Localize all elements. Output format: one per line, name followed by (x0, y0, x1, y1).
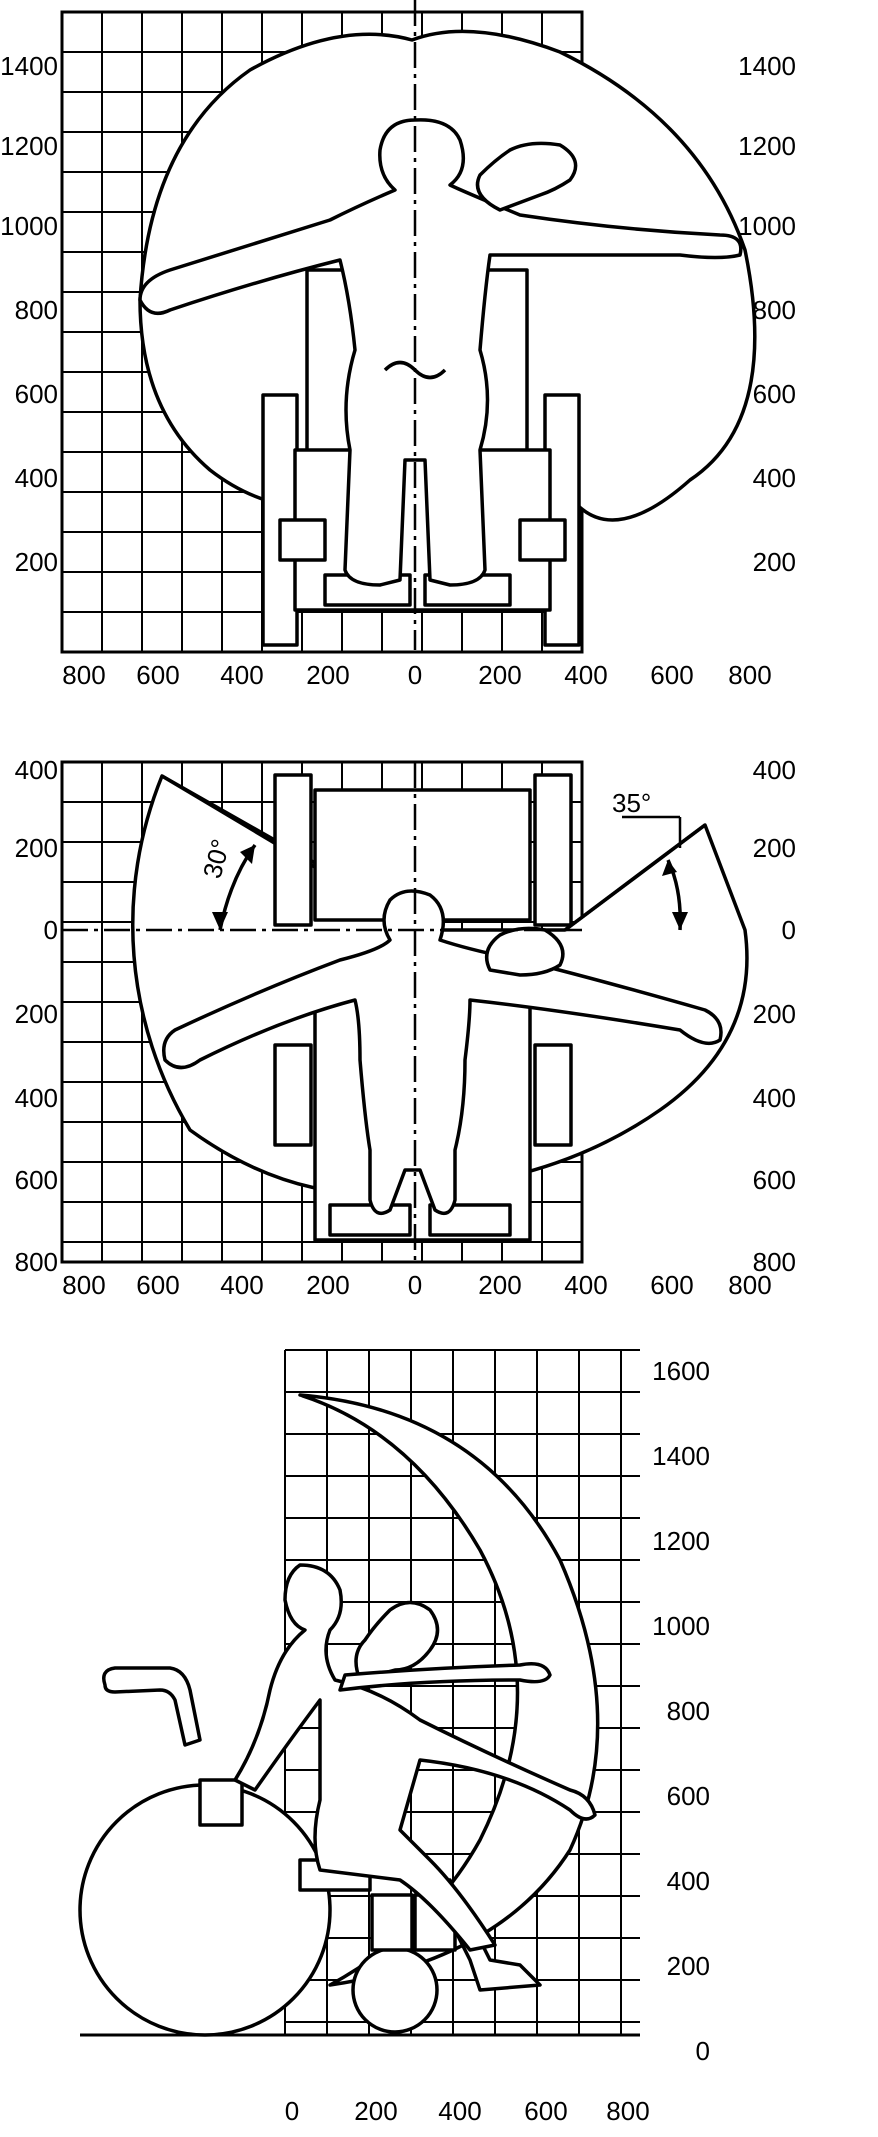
side-person-body (233, 1563, 597, 1952)
top-left-wheel-lower (273, 1043, 313, 1147)
top-right-wheel-upper (533, 773, 573, 927)
front-right-tick-label: 600 (753, 379, 796, 409)
front-left-tick-label: 200 (15, 547, 58, 577)
side-right-tick-label: 1600 (652, 1356, 710, 1386)
top-30deg-arrow-bottom (212, 912, 228, 930)
top-35deg-line (563, 823, 707, 932)
top-person (162, 889, 723, 1216)
side-bottom-tick-label: 200 (354, 2096, 397, 2126)
top-wheelchair (273, 773, 573, 1242)
side-backrest-block (198, 1778, 244, 1827)
side-person-alt-figure (354, 1600, 440, 1682)
front-left-tick-label: 1400 (0, 51, 58, 81)
front-right-ticks: 1400 1200 1000 800 600 400 200 (738, 51, 796, 577)
side-right-tick-label: 1200 (652, 1526, 710, 1556)
top-left-tick-label: 800 (15, 1247, 58, 1277)
top-left-tick-label: 0 (44, 915, 58, 945)
top-left-footrest (328, 1203, 412, 1237)
front-right-tick-label: 1200 (738, 131, 796, 161)
side-lower-frame-a (370, 1893, 414, 1952)
top-left-tick-label: 400 (15, 755, 58, 785)
top-right-tick-label: 400 (753, 1083, 796, 1113)
front-left-tick-label: 600 (15, 379, 58, 409)
side-right-tick-label: 600 (667, 1781, 710, 1811)
side-front-wheel (351, 1946, 439, 2034)
side-bottom-tick-label: 0 (285, 2096, 299, 2126)
side-handle (102, 1666, 202, 1747)
side-right-tick-label: 200 (667, 1951, 710, 1981)
front-right-tick-label: 1000 (738, 211, 796, 241)
top-right-tick-label: 400 (753, 755, 796, 785)
front-bottom-tick-label: 400 (564, 660, 607, 690)
side-bottom-tick-label: 400 (438, 2096, 481, 2126)
top-left-tick-label: 600 (15, 1165, 58, 1195)
side-bottom-tick-label: 800 (606, 2096, 649, 2126)
top-left-tick-label: 200 (15, 833, 58, 863)
top-left-ticks: 400 200 0 200 400 600 800 (15, 755, 58, 1277)
front-left-tick-label: 1000 (0, 211, 58, 241)
front-bottom-tick-label: 600 (136, 660, 179, 690)
top-left-tick-label: 400 (15, 1083, 58, 1113)
front-bottom-tick-label: 800 (728, 660, 771, 690)
top-angle-35-label: 35° (612, 788, 651, 818)
top-right-tick-label: 200 (753, 833, 796, 863)
top-right-wheel-lower (533, 1043, 573, 1147)
front-right-crossbar (518, 518, 567, 562)
side-person-alt-arm (338, 1662, 552, 1692)
top-bottom-tick-label: 200 (306, 1270, 349, 1300)
top-bottom-tick-label: 600 (136, 1270, 179, 1300)
front-bottom-tick-label: 200 (306, 660, 349, 690)
front-right-tick-label: 800 (753, 295, 796, 325)
side-person (233, 1563, 597, 1952)
front-right-tick-label: 200 (753, 547, 796, 577)
front-left-ticks: 1400 1200 1000 800 600 400 200 (0, 51, 58, 577)
top-30deg-arrow-top (240, 845, 255, 864)
front-view-panel: 1400 1200 1000 800 600 400 200 1400 1200 1000 800… (0, 0, 796, 690)
front-person-body (138, 118, 743, 587)
front-bottom-tick-label: 0 (408, 660, 422, 690)
front-left-tick-label: 800 (15, 295, 58, 325)
side-right-tick-label: 1000 (652, 1611, 710, 1641)
top-right-tick-label: 600 (753, 1165, 796, 1195)
top-person-alt-head (484, 926, 565, 977)
front-left-tick-label: 400 (15, 463, 58, 493)
front-bottom-tick-label: 600 (650, 660, 693, 690)
top-right-tick-label: 200 (753, 999, 796, 1029)
front-bottom-ticks: 800 600 400 200 0 200 400 600 800 (62, 660, 771, 690)
top-bottom-tick-label: 800 (728, 1270, 771, 1300)
side-right-tick-label: 400 (667, 1866, 710, 1896)
top-bottom-tick-label: 400 (220, 1270, 263, 1300)
side-right-tick-label: 800 (667, 1696, 710, 1726)
top-right-tick-label: 800 (753, 1247, 796, 1277)
front-left-crossbar (278, 518, 327, 562)
top-bottom-ticks: 800 600 400 200 0 200 400 600 800 (62, 1270, 771, 1300)
side-view-panel: 1600 1400 1200 1000 800 600 400 200 0 0 200 400 600… (78, 1349, 710, 2126)
side-right-tick-label: 0 (696, 2036, 710, 2066)
top-35deg-arrow-top (662, 860, 677, 876)
front-bottom-tick-label: 800 (62, 660, 105, 690)
top-left-tick-label: 200 (15, 999, 58, 1029)
front-person-alt-head (475, 141, 578, 212)
top-35deg-arrow-bottom (672, 912, 688, 930)
side-bottom-ticks: 0 200 400 600 800 (285, 2096, 650, 2126)
front-right-tick-label: 400 (753, 463, 796, 493)
front-right-tick-label: 1400 (738, 51, 796, 81)
front-bottom-tick-label: 200 (478, 660, 521, 690)
top-bottom-tick-label: 400 (564, 1270, 607, 1300)
top-right-ticks: 400 200 0 200 400 600 800 (753, 755, 796, 1277)
top-bottom-tick-label: 600 (650, 1270, 693, 1300)
front-bottom-tick-label: 400 (220, 660, 263, 690)
side-right-ticks: 1600 1400 1200 1000 800 600 400 200 0 (652, 1356, 710, 2066)
top-bottom-tick-label: 0 (408, 1270, 422, 1300)
top-right-tick-label: 0 (782, 915, 796, 945)
side-bottom-tick-label: 600 (524, 2096, 567, 2126)
top-bottom-tick-label: 800 (62, 1270, 105, 1300)
side-right-tick-label: 1400 (652, 1441, 710, 1471)
front-left-tick-label: 1200 (0, 131, 58, 161)
top-bottom-tick-label: 200 (478, 1270, 521, 1300)
top-left-wheel-upper (273, 773, 313, 927)
